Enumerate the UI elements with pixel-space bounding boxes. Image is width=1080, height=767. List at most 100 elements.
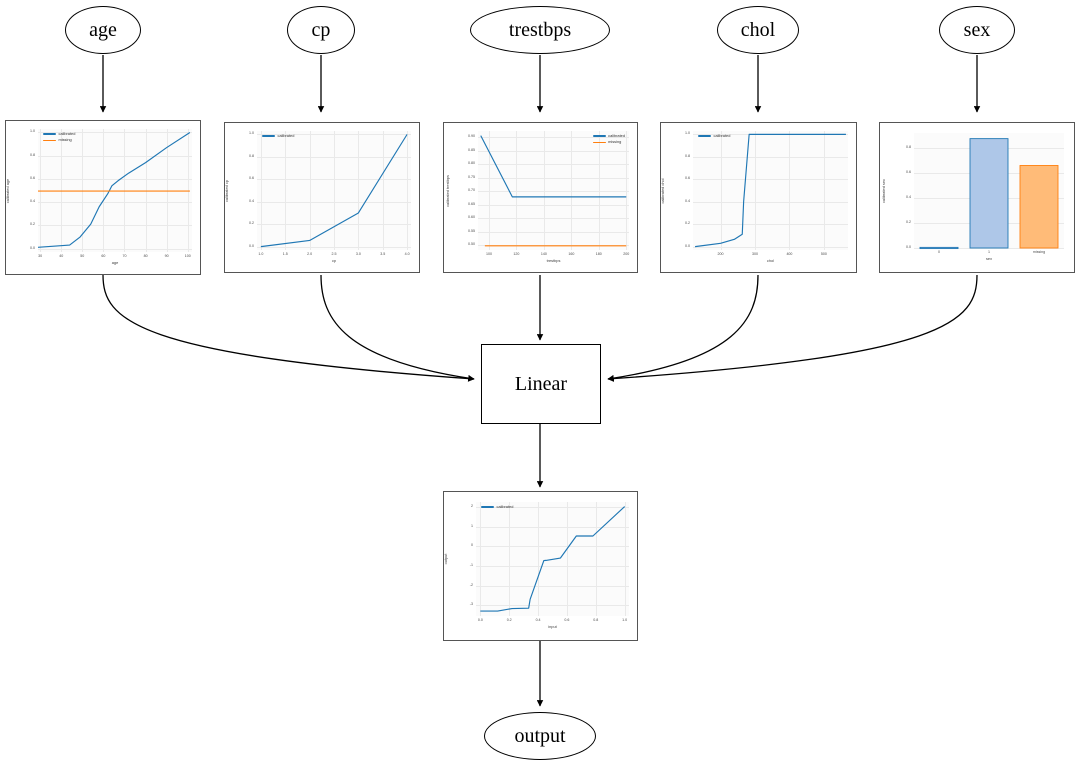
x-tick-label: 180 bbox=[595, 252, 602, 256]
x-tick-label: 500 bbox=[820, 252, 827, 256]
input-node-age[interactable]: age bbox=[65, 6, 141, 54]
gridline-vertical bbox=[145, 129, 147, 252]
gridline-vertical bbox=[598, 131, 600, 250]
gridline-horizontal bbox=[478, 150, 629, 152]
x-tick-label: 1 bbox=[988, 250, 990, 254]
plot-area bbox=[38, 129, 192, 252]
y-axis-label: calibrated age bbox=[5, 178, 10, 203]
gridline-vertical bbox=[595, 502, 597, 616]
y-tick-label: 1.0 bbox=[249, 131, 254, 136]
legend-swatch bbox=[43, 133, 56, 135]
gridline-vertical bbox=[260, 131, 262, 250]
linear-node-label: Linear bbox=[514, 372, 568, 395]
x-tick-label: 0.6 bbox=[564, 618, 570, 622]
legend-swatch bbox=[592, 135, 606, 137]
input-node-sex[interactable]: sex bbox=[939, 6, 1015, 54]
legend-swatch bbox=[43, 139, 56, 142]
y-tick-label: 0.0 bbox=[685, 243, 690, 248]
plot-area bbox=[693, 131, 848, 250]
edge-age-chart-to-linear bbox=[102, 274, 475, 382]
y-tick-label: 0.4 bbox=[30, 199, 35, 204]
gridline-horizontal bbox=[478, 164, 629, 165]
y-tick-label: 0.6 bbox=[30, 175, 35, 180]
series-line-calibrated bbox=[480, 135, 627, 198]
legend-entry: calibrated bbox=[481, 505, 513, 509]
x-axis-label: sex bbox=[985, 256, 993, 261]
gridline-vertical bbox=[285, 131, 286, 250]
legend-label: calibrated bbox=[58, 131, 76, 136]
legend-label: calibrated bbox=[277, 133, 295, 138]
input-node-cp[interactable]: cp bbox=[287, 6, 355, 54]
y-tick-label: 0.2 bbox=[906, 220, 911, 224]
legend-label: missing bbox=[58, 137, 72, 143]
x-axis-label: trestbps bbox=[546, 258, 561, 263]
x-tick-label: 200 bbox=[717, 252, 724, 256]
chart-legend: calibrated bbox=[481, 505, 513, 509]
legend-label: missing bbox=[608, 139, 622, 145]
bar bbox=[969, 138, 1009, 249]
input-node-chol[interactable]: chol bbox=[717, 6, 799, 54]
x-tick-label: 50 bbox=[80, 254, 85, 258]
legend-entry: missing bbox=[43, 138, 75, 142]
gridline-horizontal bbox=[38, 178, 192, 180]
series-line-calibrated bbox=[694, 133, 846, 248]
x-tick-label: 0.0 bbox=[477, 618, 483, 622]
chart-legend: calibrated bbox=[262, 134, 294, 138]
series-layer bbox=[260, 134, 408, 248]
x-tick-label: 0 bbox=[938, 250, 940, 254]
y-tick-label: 0.50 bbox=[468, 242, 475, 247]
legend-swatch bbox=[481, 506, 494, 508]
legend-entry: calibrated bbox=[592, 134, 625, 138]
gridline-vertical bbox=[566, 502, 568, 616]
y-tick-label: 0.55 bbox=[468, 228, 475, 233]
series-layer bbox=[480, 506, 626, 612]
linear-node[interactable]: Linear bbox=[481, 344, 601, 424]
y-tick-label: 0.8 bbox=[30, 152, 35, 157]
y-axis-label: calibrated trestbps bbox=[445, 174, 450, 207]
series-layer bbox=[919, 138, 1059, 250]
y-tick-label: 0.0 bbox=[906, 245, 911, 249]
y-tick-label: 0.4 bbox=[906, 195, 911, 199]
y-tick-label: 0.60 bbox=[468, 215, 475, 220]
x-tick-label: 2.5 bbox=[331, 252, 337, 256]
gridline-vertical bbox=[82, 129, 83, 252]
legend-label: calibrated bbox=[496, 504, 514, 509]
y-tick-label: 1 bbox=[471, 523, 473, 528]
y-tick-label: 0.6 bbox=[685, 176, 690, 181]
x-tick-label: 80 bbox=[143, 254, 148, 258]
y-tick-label: 1.0 bbox=[685, 131, 690, 136]
output-node[interactable]: output bbox=[484, 712, 596, 760]
y-tick-label: 0.70 bbox=[468, 188, 475, 193]
gridline-horizontal bbox=[38, 132, 192, 134]
gridline-vertical bbox=[823, 131, 825, 250]
bar bbox=[919, 246, 959, 250]
legend-swatch bbox=[698, 135, 711, 137]
x-tick-label: 140 bbox=[540, 252, 547, 256]
bar bbox=[1019, 165, 1059, 249]
y-axis-label: calibrated chol bbox=[660, 177, 665, 204]
y-tick-label: 0.6 bbox=[249, 176, 254, 181]
gridline-horizontal bbox=[693, 224, 848, 225]
chart-legend: calibrated bbox=[698, 134, 730, 138]
gridline-vertical bbox=[488, 131, 490, 250]
gridline-vertical bbox=[103, 129, 104, 252]
y-tick-label: 0 bbox=[471, 543, 473, 548]
y-tick-label: 0.8 bbox=[906, 145, 911, 149]
input-node-trestbps[interactable]: trestbps bbox=[470, 6, 610, 54]
gridline-horizontal bbox=[38, 225, 192, 226]
gridline-horizontal bbox=[478, 231, 629, 233]
gridline-horizontal bbox=[38, 202, 192, 203]
gridline-vertical bbox=[624, 502, 626, 616]
node-label: age bbox=[89, 18, 117, 41]
y-tick-label: -2 bbox=[469, 582, 473, 587]
gridline-vertical bbox=[334, 131, 335, 250]
node-label: cp bbox=[311, 18, 331, 41]
gridline-horizontal bbox=[476, 506, 629, 508]
x-tick-label: 160 bbox=[568, 252, 575, 256]
